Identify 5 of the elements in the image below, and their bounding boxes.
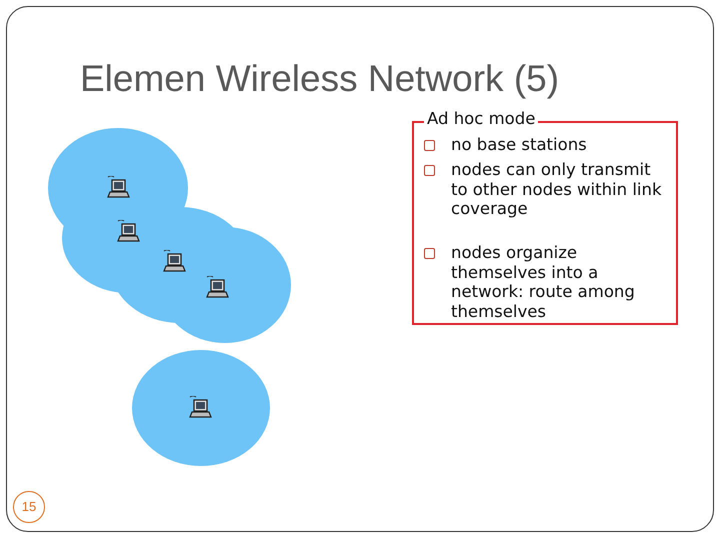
bullet-text: nodes can only transmit to other nodes within link coverage	[451, 160, 663, 218]
slide-title: Elemen Wireless Network (5)	[80, 58, 560, 100]
bullet-text: no base stations	[451, 135, 588, 154]
bullet-text: nodes organize themselves into a network: route among themselves	[451, 243, 636, 321]
page-number: 15	[13, 491, 45, 523]
